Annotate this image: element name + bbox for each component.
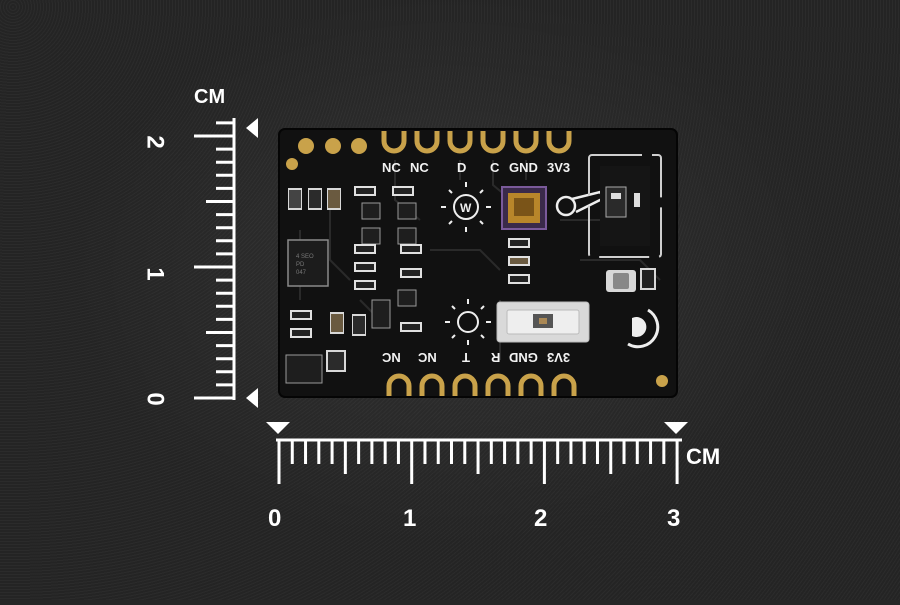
pad-round [325, 138, 341, 154]
vertical-ruler-label: 0 [141, 392, 169, 406]
bottom-pin-label: NC [382, 350, 401, 365]
vertical-ruler-label: 1 [141, 267, 169, 281]
pad-round [286, 158, 298, 170]
qfn-chip: 4 SEO PD 047 [287, 239, 329, 287]
top-pin-label: D [457, 160, 467, 175]
small-sensor-chip [606, 270, 636, 292]
transistors [285, 202, 417, 384]
horizontal-ruler [266, 422, 688, 484]
bottom-pin-label: T [462, 350, 470, 365]
bottom-header-pads [386, 373, 577, 396]
passives [288, 186, 656, 372]
top-pin-label: 3V3 [547, 160, 571, 175]
horizontal-ruler-label: 3 [667, 505, 681, 532]
vertical-ruler-label: 2 [141, 135, 169, 149]
horizontal-ruler-label: 2 [534, 505, 548, 532]
ruler-marker [664, 422, 688, 434]
bottom-pin-label: 3V3 [547, 350, 571, 365]
sensor-board: 4 SEO PD 047 [278, 128, 678, 398]
ambient-light-sensor [496, 301, 590, 343]
horizontal-ruler-unit: CM [686, 444, 721, 469]
ruler-marker [246, 388, 258, 408]
svg-text:4 SEO: 4 SEO [296, 254, 314, 260]
pad-round [298, 138, 314, 154]
top-header-pads [381, 131, 572, 154]
top-pin-label: NC [410, 160, 429, 175]
ruler-marker [266, 422, 290, 434]
uv-icon-glyph: W [460, 201, 472, 215]
svg-text:047: 047 [296, 270, 307, 276]
horizontal-ruler-label: 0 [268, 505, 282, 532]
svg-text:PD: PD [296, 262, 305, 268]
top-pin-label: C [490, 160, 500, 175]
bottom-pin-label: NC [418, 350, 437, 365]
light-sensor-chip [501, 186, 547, 230]
sun-icon [441, 182, 491, 232]
horizontal-ruler-label: 1 [403, 505, 417, 532]
temperature-sensor [588, 154, 662, 258]
pad-round [351, 138, 367, 154]
top-pin-label: GND [509, 160, 538, 175]
vertical-ruler-unit: CM [194, 86, 226, 108]
pad-round [656, 375, 668, 387]
brand-logo [627, 308, 660, 349]
sun-icon [445, 299, 491, 345]
ruler-marker [246, 118, 258, 138]
top-pin-label: NC [382, 160, 401, 175]
bottom-pin-label: R [491, 350, 501, 365]
bottom-pin-label: GND [509, 350, 538, 365]
vertical-ruler [194, 118, 258, 408]
